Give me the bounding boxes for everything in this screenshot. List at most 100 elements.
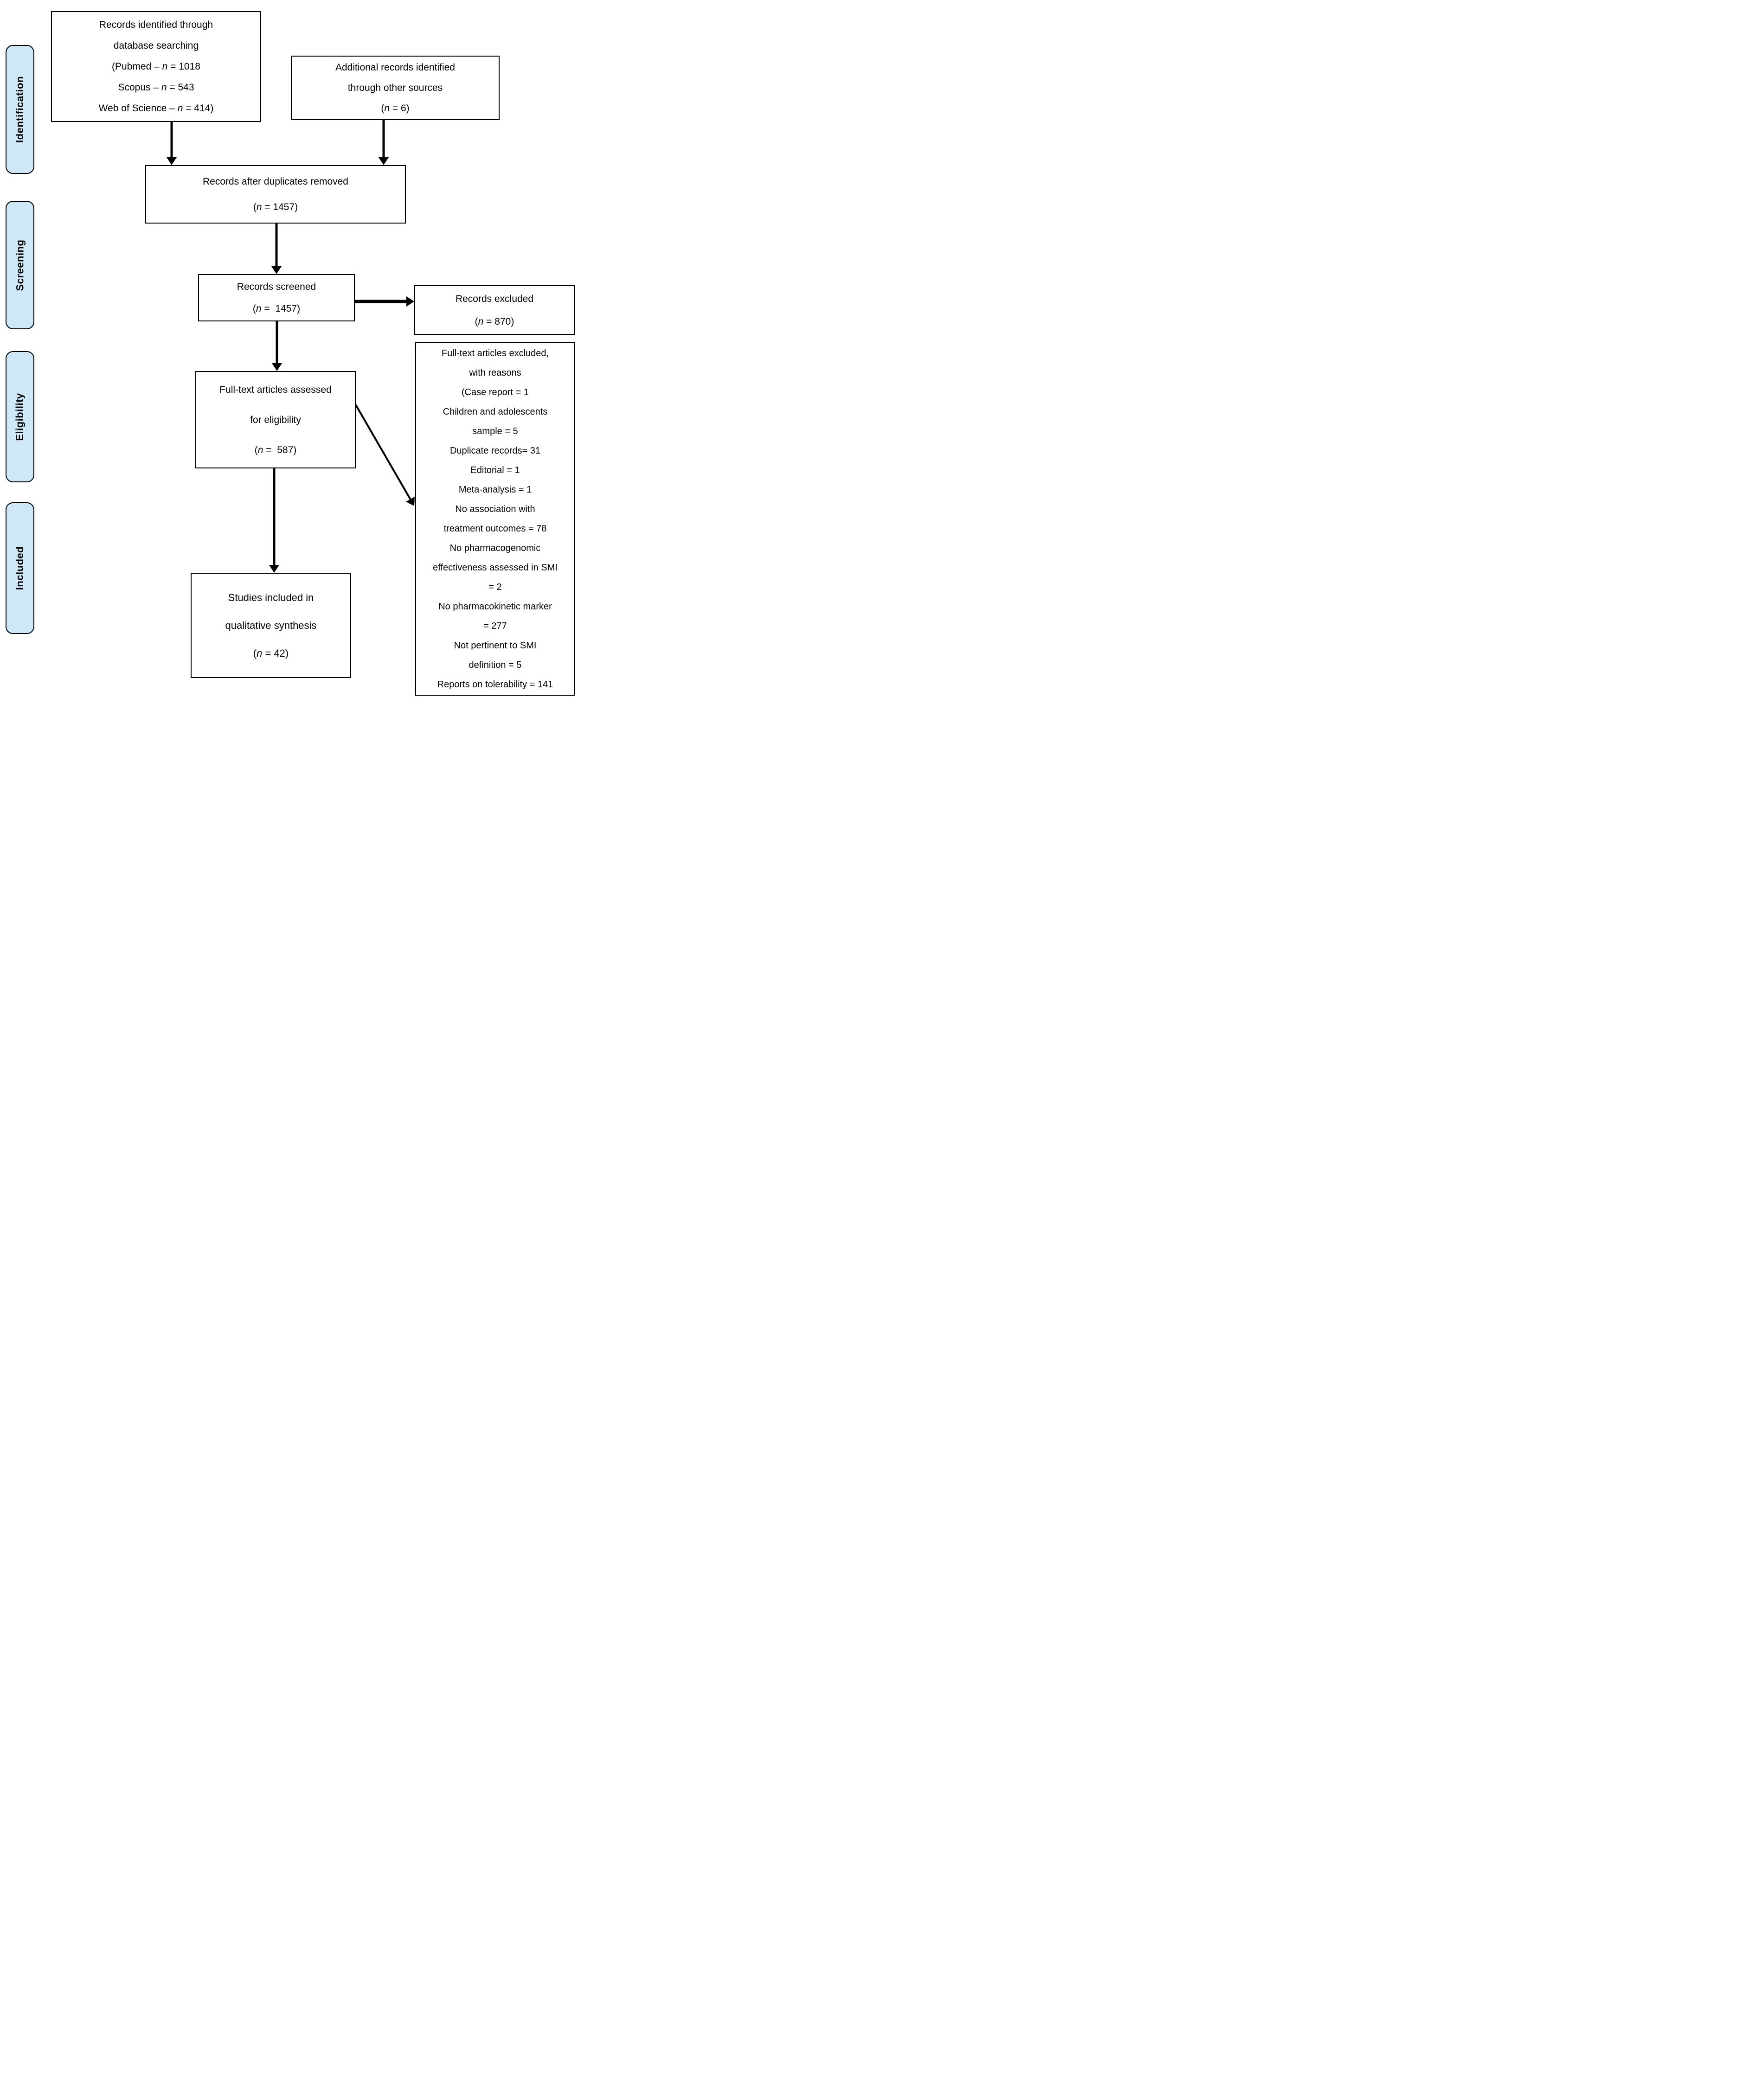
stage-identification: Identification: [6, 45, 34, 174]
line-text: Additional records identified: [335, 62, 455, 73]
arrow-screened-to-fulltext: [272, 321, 282, 371]
box-line: Full-text articles assessed: [196, 375, 355, 405]
box-records-identified: Records identified through database searc…: [51, 11, 261, 122]
line-text: = 543: [167, 82, 194, 93]
box-line: Studies included in: [192, 584, 350, 612]
line-text: Full-text articles assessed: [219, 384, 332, 395]
line-text: for eligibility: [250, 414, 301, 425]
stage-eligibility: Eligibility: [6, 351, 34, 482]
line-text: Web of Science –: [98, 103, 178, 114]
box-line: sample = 5: [416, 422, 574, 441]
line-text: Full-text articles excluded,: [441, 348, 549, 359]
arrow-fulltext-to-included: [269, 468, 279, 573]
line-text: = 2: [488, 582, 502, 592]
stage-screening: Screening: [6, 201, 34, 329]
stat-variable: n: [162, 61, 168, 72]
line-text: = 6): [390, 102, 410, 114]
line-text: Records after duplicates removed: [203, 176, 348, 187]
line-text: Meta-analysis = 1: [458, 485, 532, 495]
stat-variable: n: [177, 103, 183, 114]
prisma-flow-diagram: Identification Screening Eligibility Inc…: [0, 0, 582, 700]
box-line: qualitative synthesis: [192, 612, 350, 640]
box-line: = 2: [416, 577, 574, 597]
line-text: (: [252, 303, 256, 314]
box-line: Additional records identified: [292, 58, 499, 78]
box-line: database searching: [52, 35, 260, 56]
line-text: No pharmacokinetic marker: [438, 602, 552, 612]
line-text: with reasons: [469, 368, 521, 378]
line-text: No association with: [455, 504, 535, 514]
box-line: for eligibility: [196, 405, 355, 435]
stage-eligibility-label: Eligibility: [14, 392, 26, 441]
box-line: No association with: [416, 499, 574, 519]
arrow-identified-to-duplicates: [167, 122, 177, 165]
box-line: Records identified through: [52, 14, 260, 35]
arrow-fulltext-to-excluded-reasons: [355, 404, 415, 506]
line-text: = 587): [263, 444, 297, 455]
line-text: = 870): [483, 316, 514, 327]
stage-included: Included: [6, 502, 34, 634]
line-text: = 414): [183, 103, 214, 114]
box-additional-records: Additional records identified through oth…: [291, 56, 500, 120]
line-text: treatment outcomes = 78: [443, 524, 547, 534]
line-text: = 1018: [167, 61, 200, 72]
stat-variable: n: [384, 102, 390, 114]
line-text: = 42): [262, 647, 289, 659]
box-records-excluded: Records excluded (n = 870): [414, 285, 575, 335]
box-line: Reports on tolerability = 141: [416, 675, 574, 694]
box-line: = 277: [416, 616, 574, 636]
box-line: Not pertinent to SMI: [416, 636, 574, 655]
stat-variable: n: [478, 316, 484, 327]
box-line: (n = 587): [196, 435, 355, 465]
box-line: Editorial = 1: [416, 461, 574, 480]
box-line: No pharmacogenomic: [416, 538, 574, 558]
line-text: Records excluded: [455, 293, 534, 304]
line-text: qualitative synthesis: [225, 619, 317, 631]
line-text: (: [381, 102, 385, 114]
arrow-additional-to-duplicates: [379, 120, 389, 165]
stat-variable: n: [257, 444, 263, 455]
box-records-screened: Records screened (n = 1457): [198, 274, 355, 321]
box-line: Records after duplicates removed: [146, 169, 405, 194]
box-line: No pharmacokinetic marker: [416, 597, 574, 616]
line-text: effectiveness assessed in SMI: [433, 563, 558, 573]
line-text: = 277: [483, 621, 507, 631]
arrow-screened-to-excluded: [355, 296, 414, 307]
line-text: (: [254, 444, 258, 455]
line-text: sample = 5: [472, 426, 518, 436]
box-line: definition = 5: [416, 655, 574, 675]
stage-included-label: Included: [14, 546, 26, 590]
box-line: (Case report = 1: [416, 383, 574, 402]
box-records-after-duplicates: Records after duplicates removed (n = 145…: [145, 165, 406, 224]
stage-screening-label: Screening: [14, 239, 26, 291]
box-line: through other sources: [292, 78, 499, 98]
box-line: Meta-analysis = 1: [416, 480, 574, 499]
stage-identification-label: Identification: [14, 76, 26, 143]
stat-variable: n: [161, 82, 167, 93]
box-line: Children and adolescents: [416, 402, 574, 422]
line-text: (: [253, 202, 257, 212]
box-line: with reasons: [416, 363, 574, 383]
line-text: Records identified through: [99, 19, 213, 30]
line-text: Records screened: [237, 282, 316, 292]
line-text: through other sources: [347, 82, 443, 93]
line-text: database searching: [113, 40, 199, 51]
box-line: (n = 1457): [146, 194, 405, 220]
box-line: Records excluded: [415, 288, 574, 310]
box-fulltext-assessed: Full-text articles assessed for eligibili…: [195, 371, 356, 468]
line-text: Not pertinent to SMI: [454, 640, 537, 651]
box-line: Records screened: [199, 276, 354, 298]
line-text: (Case report = 1: [461, 387, 529, 397]
box-line: (Pubmed – n = 1018: [52, 56, 260, 77]
stat-variable: n: [257, 647, 263, 659]
line-text: Studies included in: [228, 591, 314, 603]
box-line: (n = 1457): [199, 298, 354, 320]
box-line: (n = 870): [415, 310, 574, 333]
line-text: (: [475, 316, 478, 327]
box-line: (n = 6): [292, 98, 499, 119]
line-text: (: [253, 647, 257, 659]
line-text: No pharmacogenomic: [449, 543, 541, 553]
stat-variable: n: [256, 303, 262, 314]
line-text: Reports on tolerability = 141: [437, 679, 553, 690]
box-line: (n = 42): [192, 640, 350, 667]
